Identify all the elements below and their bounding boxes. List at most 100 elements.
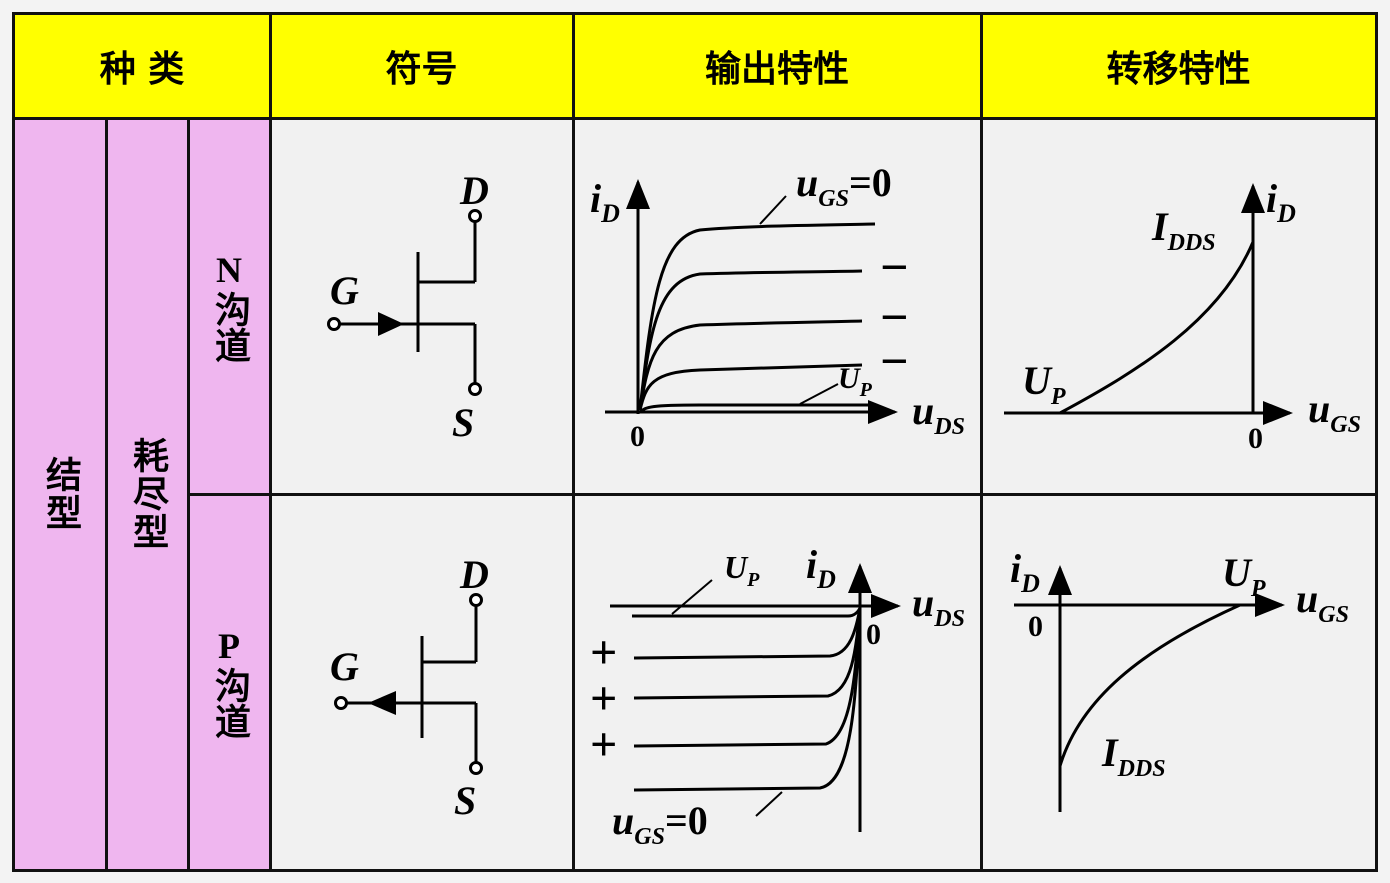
curve-vgs0 [633, 607, 862, 792]
svg-text:UP: UP [1022, 358, 1066, 410]
on-sign: − [880, 289, 909, 345]
svg-text:iD: iD [806, 542, 836, 594]
grid-line [572, 12, 575, 872]
tp-y-sub: D [1020, 569, 1040, 598]
n-source-label: S [452, 400, 474, 445]
channel-n-word: 沟道 [209, 291, 250, 363]
grid-line [105, 118, 108, 870]
curve-2 [638, 269, 863, 411]
curve-vgs0 [638, 222, 876, 411]
curve-pinch [632, 607, 862, 618]
drain-terminal [468, 209, 482, 223]
cell-transfer-n [981, 118, 1376, 494]
cell-transfer-p [981, 494, 1376, 870]
transfer-curve [1059, 241, 1255, 415]
tn-up-sub: P [1050, 384, 1066, 410]
svg-text:uDS: uDS [912, 580, 965, 632]
on-y-main: i [590, 176, 601, 221]
svg-text:UP: UP [1222, 550, 1266, 602]
op-x-main: u [912, 580, 934, 625]
tp-x-main: u [1296, 576, 1318, 621]
leader-line [759, 195, 787, 225]
grid-line [12, 12, 15, 872]
op-pinch-sub: P [746, 569, 760, 591]
tn-x-main: u [1308, 386, 1330, 431]
transfer-n-plot [1004, 183, 1293, 425]
svg-text:uGS: uGS [1296, 576, 1349, 628]
source-terminal [469, 761, 483, 775]
svg-text:uGS=0: uGS=0 [612, 798, 708, 850]
tn-y-main: i [1266, 176, 1277, 221]
svg-text:uDS: uDS [912, 388, 965, 440]
on-origin: 0 [630, 420, 645, 453]
op-sign: + [590, 718, 617, 771]
tp-up-sub: P [1250, 576, 1266, 602]
transfer-curve [1058, 603, 1241, 767]
op-bottom-eq: =0 [665, 798, 708, 843]
p-gate-label: G [330, 644, 359, 689]
gate-arrow-in-icon [378, 312, 404, 336]
on-top-main: u [796, 160, 818, 205]
type-junction: 结型 [14, 118, 106, 870]
svg-text:UP: UP [724, 549, 760, 591]
curve-4 [633, 607, 862, 748]
tn-idss-sub: DDS [1167, 230, 1216, 256]
curve-3 [638, 319, 863, 411]
curve-pinch [639, 403, 875, 414]
on-top-eq: =0 [849, 160, 892, 205]
op-sign: + [590, 672, 617, 725]
n-gate-label: G [330, 268, 359, 313]
type-depletion: 耗尽型 [106, 118, 188, 870]
header-symbol: 符号 [270, 14, 573, 118]
svg-text:iD: iD [590, 176, 620, 228]
leader-line [755, 791, 783, 817]
tp-up-main: U [1222, 550, 1253, 595]
header-transfer: 转移特性 [981, 14, 1376, 118]
channel-n-letter: N [216, 250, 242, 290]
cell-output-p [573, 494, 981, 870]
svg-text:iD: iD [1010, 546, 1040, 598]
tp-idss-main: I [1101, 730, 1119, 775]
op-origin: 0 [866, 618, 881, 651]
svg-text:uGS: uGS [1308, 386, 1361, 438]
tn-y-sub: D [1276, 199, 1296, 228]
grid-line [12, 869, 1378, 872]
curve-4 [638, 363, 863, 411]
source-terminal [468, 382, 482, 396]
on-x-main: u [912, 388, 934, 433]
on-y-sub: D [600, 199, 620, 228]
tn-x-sub: GS [1330, 412, 1361, 438]
output-p-plot [610, 563, 901, 832]
drain-terminal [469, 593, 483, 607]
tn-idss-main: I [1151, 204, 1169, 249]
header-kind: 种 类 [14, 14, 270, 118]
channel-p: P 沟道 [188, 494, 270, 870]
grid-line [980, 12, 983, 872]
gate-arrow-out-icon [368, 691, 396, 715]
op-x-sub: DS [933, 606, 965, 632]
op-y-sub: D [816, 565, 836, 594]
op-bottom-sub: GS [634, 824, 665, 850]
on-sign: − [880, 333, 909, 389]
op-sign: + [590, 626, 617, 679]
header-output: 输出特性 [573, 14, 981, 118]
op-bottom-main: u [612, 798, 634, 843]
grid-line [1375, 12, 1378, 872]
grid-line [12, 117, 1378, 120]
p-drain-label: D [459, 552, 489, 597]
tp-idss-sub: DDS [1117, 756, 1166, 782]
tp-origin: 0 [1028, 610, 1043, 643]
cell-symbol-n [270, 118, 573, 494]
n-drain-label: D [459, 168, 489, 213]
output-n-labels: iD uDS 0 uGS=0 UP − − − [590, 160, 965, 453]
transfer-p-labels: iD 0 UP uGS IDDS [1010, 546, 1349, 782]
grid-line [187, 118, 190, 870]
on-top-sub: GS [818, 186, 849, 212]
curve-3 [633, 607, 862, 700]
transfer-n-labels: iD IDDS UP 0 uGS [1022, 176, 1361, 455]
channel-n: N 沟道 [188, 118, 270, 494]
svg-text:IDDS: IDDS [1101, 730, 1166, 782]
p-source-label: S [454, 778, 476, 823]
